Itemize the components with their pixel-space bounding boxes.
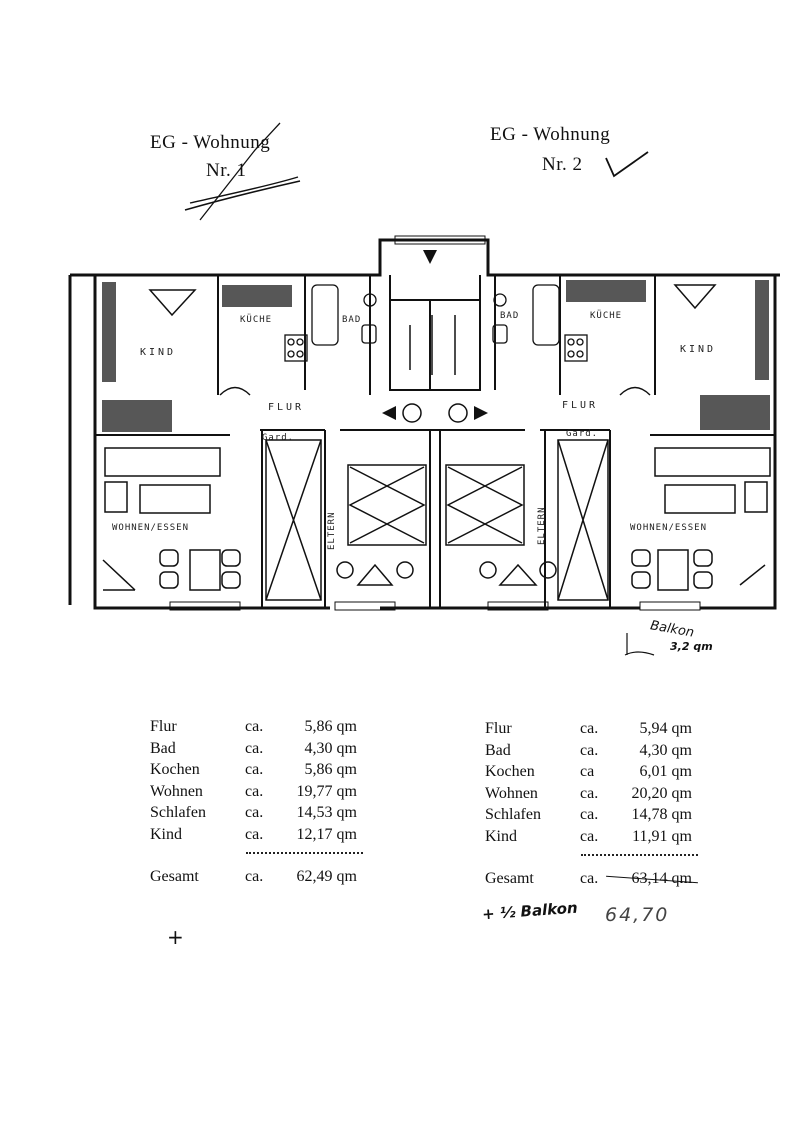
table-row: Wohnen ca. 19,77 qm [150,781,357,803]
room-area: 5,94 qm [639,720,692,737]
apartment-1-number: Nr. 1 [206,160,247,181]
corrected-total-note: 64,70 [605,904,670,926]
total-label: Gesamt [150,867,199,885]
room-area: 19,77 qm [296,782,357,800]
room-area: 20,20 qm [631,784,692,802]
room-name: Wohnen [485,784,538,802]
room-area: 4,30 qm [304,739,357,757]
label-garderobe-left: Gard. [262,433,294,443]
room-name: Flur [150,718,177,735]
room-name: Bad [485,741,511,759]
room-name: Kochen [150,761,200,779]
table-row: Schlafen ca. 14,53 qm [150,802,357,824]
total-area: 62,49 qm [296,867,357,885]
room-name: Bad [150,739,176,757]
table-row: Schlafen ca. 14,78 qm [485,804,692,826]
label-kind-left: KIND [140,347,176,358]
balkon-area-note: 3,2 qm [670,640,713,653]
total-row: Gesamt ca. 62,49 qm [150,866,357,888]
room-name: Kind [485,827,517,845]
table-row: Flur ca. 5,86 qm [150,716,357,738]
room-area: 5,86 qm [304,761,357,779]
label-garderobe-right: Gard. [566,429,598,439]
half-balkon-note: + ½ Balkon [481,898,579,924]
room-area: 14,78 qm [631,806,692,824]
floor-plan: KIND KÜCHE BAD FLUR Gard. WOHNEN/ESSEN E… [68,235,780,611]
apartment-2-number: Nr. 2 [542,154,583,175]
ca-label: ca. [245,739,264,757]
total-row: Gesamt ca. 63,14 qm [485,868,692,890]
ca-label: ca. [580,827,599,845]
label-bad-left: BAD [342,315,361,325]
ca-label: ca. [245,718,264,735]
area-table-2: Flur ca. 5,94 qm Bad ca. 4,30 qm Kochen ca 6,0… [485,718,698,890]
balkon-arrow-icon [624,633,655,656]
label-flur-right: FLUR [562,400,598,411]
room-name: Flur [485,720,512,737]
apartment-2-title: EG - Wohnung [490,124,611,145]
room-area: 14,53 qm [296,804,357,822]
table-row: Kind ca. 12,17 qm [150,824,357,846]
label-flur-left: FLUR [268,402,304,413]
check-mark-icon [605,151,649,178]
room-area: 6,01 qm [639,763,692,781]
ca-label: ca. [245,804,264,822]
room-name: Wohnen [150,782,203,800]
label-eltern-right: ELTERN [537,506,547,545]
ca-label: ca. [580,806,599,824]
ca-label: ca. [580,720,599,737]
room-name: Schlafen [150,804,206,822]
ca-label: ca. [245,761,264,779]
apartment-1-strike-mark [184,122,301,221]
label-wohnen-left: WOHNEN/ESSEN [112,523,189,533]
room-area: 4,30 qm [639,741,692,759]
room-area: 12,17 qm [296,825,357,843]
total-label: Gesamt [485,869,534,887]
ca-label: ca. [245,782,264,800]
label-wohnen-right: WOHNEN/ESSEN [630,523,707,533]
label-eltern-left: ELTERN [327,511,337,550]
room-area: 5,86 qm [304,718,357,735]
room-area: 11,91 qm [632,827,692,845]
label-kind-right: KIND [680,344,716,355]
table-row: Kochen ca 6,01 qm [485,761,692,783]
ca-label: ca. [245,867,264,885]
total-area-struck: 63,14 qm [610,868,692,890]
label-kueche-right: KÜCHE [590,310,622,321]
table-row: Kind ca. 11,91 qm [485,826,692,848]
room-name: Schlafen [485,806,541,824]
ca-label: ca. [580,784,599,802]
sum-divider [485,848,698,862]
ca-label: ca. [580,869,599,887]
room-name: Kochen [485,763,535,781]
table-row: Bad ca. 4,30 qm [150,738,357,760]
table-row: Bad ca. 4,30 qm [485,740,692,762]
label-kueche-left: KÜCHE [240,314,272,325]
room-name: Kind [150,825,182,843]
plus-mark: + [167,925,184,949]
ca-label: ca [580,763,595,781]
table-row: Flur ca. 5,94 qm [485,718,692,740]
label-bad-right: BAD [500,311,519,321]
area-table-1: Flur ca. 5,86 qm Bad ca. 4,30 qm Kochen ca. 5,… [150,716,363,888]
ca-label: ca. [245,825,264,843]
table-row: Wohnen ca. 20,20 qm [485,783,692,805]
ca-label: ca. [580,741,599,759]
apartment-1-title: EG - Wohnung [150,132,271,153]
table-row: Kochen ca. 5,86 qm [150,759,357,781]
sum-divider [150,846,363,860]
